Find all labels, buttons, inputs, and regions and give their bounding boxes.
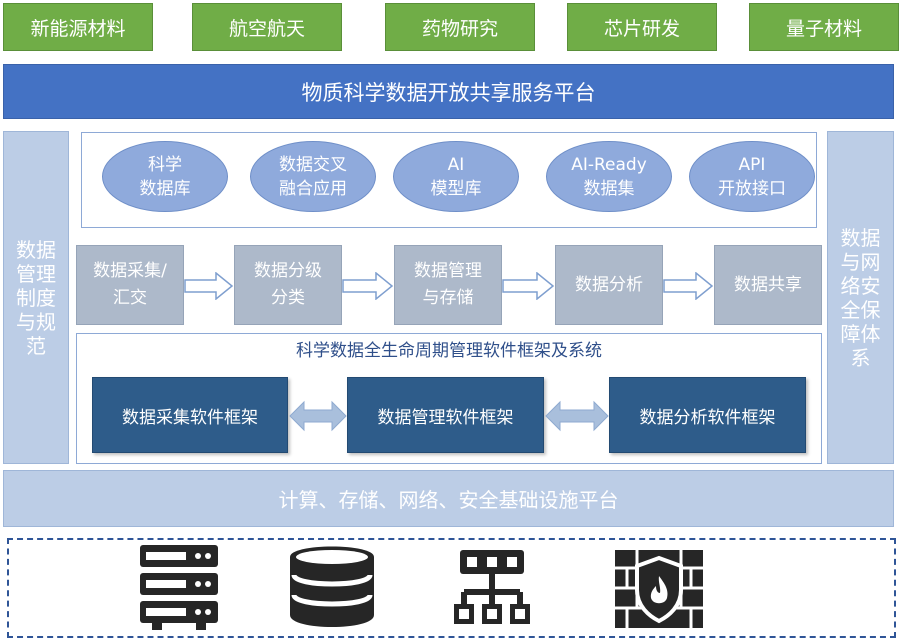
pillar-text: 数据 (840, 225, 881, 250)
step-data-classification: 数据分级 分类 (234, 245, 342, 325)
pillar-text: 与网 (840, 249, 881, 274)
resource-scientific-database: 科学 数据库 (102, 141, 228, 212)
resource-label: AI (447, 154, 465, 175)
domain-label: 药物研究 (421, 17, 498, 40)
flow-arrow-icon (184, 272, 234, 300)
domain-label: 芯片研发 (603, 17, 680, 40)
domain-box-chip-rd: 芯片研发 (567, 3, 717, 51)
resource-label: 科学 (148, 154, 182, 175)
resource-label: API (738, 154, 766, 175)
double-arrow-icon (545, 400, 609, 432)
domain-box-drug-research: 药物研究 (385, 3, 535, 51)
right-pillar-security: 数据 与网 络安 全保 障体 系 (827, 131, 894, 464)
resource-ai-model-library: AI 模型库 (393, 141, 519, 212)
framework-label: 数据管理软件框架 (377, 407, 514, 428)
infrastructure-bar: 计算、存储、网络、安全基础设施平台 (3, 470, 894, 527)
left-pillar-management-norms: 数据 管理 制度 与规 范 (3, 131, 69, 464)
double-arrow-icon (289, 400, 347, 432)
resource-data-fusion: 数据交叉 融合应用 (250, 141, 376, 212)
pillar-text: 系 (850, 345, 871, 370)
step-label: 数据分析 (575, 274, 643, 295)
step-label: 分类 (271, 288, 305, 308)
pillar-text: 障体 (840, 321, 881, 346)
framework-title: 科学数据全生命周期管理软件框架及系统 (296, 341, 602, 361)
resource-label: 数据交叉 (279, 154, 347, 175)
step-label: 数据分级 (254, 261, 322, 281)
step-data-sharing: 数据共享 (714, 245, 822, 325)
step-data-collection: 数据采集/ 汇交 (76, 245, 184, 325)
framework-collection: 数据采集软件框架 (92, 377, 288, 453)
infrastructure-label: 计算、存储、网络、安全基础设施平台 (278, 488, 619, 512)
step-data-analysis: 数据分析 (555, 245, 663, 325)
resource-label: AI-Ready (571, 154, 647, 175)
framework-label: 数据采集软件框架 (122, 407, 258, 428)
step-label: 数据共享 (734, 274, 802, 295)
step-label: 汇交 (113, 288, 147, 308)
pillar-text: 与规 (16, 309, 56, 334)
hardware-area (7, 538, 896, 638)
flow-arrow-icon (663, 272, 714, 300)
domain-box-aerospace: 航空航天 (192, 3, 342, 51)
domain-box-new-energy: 新能源材料 (3, 3, 153, 51)
step-label: 数据管理 (414, 261, 482, 281)
resource-label: 模型库 (430, 178, 482, 199)
framework-label: 数据分析软件框架 (639, 407, 776, 428)
database-icon (290, 546, 374, 627)
domain-label: 新能源材料 (30, 17, 126, 40)
resource-ai-ready-dataset: AI-Ready 数据集 (546, 141, 672, 212)
domain-label: 航空航天 (228, 17, 305, 40)
pillar-text: 管理 (16, 261, 56, 286)
resource-label: 数据库 (139, 178, 191, 199)
resource-label: 融合应用 (279, 178, 347, 199)
pillar-text: 制度 (16, 285, 56, 310)
flow-arrow-icon (502, 272, 555, 300)
step-data-storage: 数据管理 与存储 (394, 245, 502, 325)
step-label: 数据采集/ (93, 261, 167, 281)
flow-arrow-icon (342, 272, 394, 300)
platform-title: 物质科学数据开放共享服务平台 (301, 80, 596, 105)
pillar-text: 数据 (16, 237, 56, 262)
firewall-icon (615, 550, 703, 628)
pillar-text: 络安 (840, 273, 881, 298)
pillar-text: 范 (26, 333, 46, 358)
resource-label: 开放接口 (718, 178, 786, 199)
framework-management: 数据管理软件框架 (347, 377, 544, 453)
domain-label: 量子材料 (785, 17, 862, 40)
server-rack-icon (140, 545, 218, 630)
network-switch-icon (454, 550, 530, 624)
resource-api: API 开放接口 (689, 141, 815, 212)
step-label: 与存储 (422, 288, 474, 308)
platform-title-banner: 物质科学数据开放共享服务平台 (3, 64, 894, 119)
framework-analysis: 数据分析软件框架 (609, 377, 806, 453)
domain-box-quantum: 量子材料 (749, 3, 899, 51)
resource-label: 数据集 (583, 178, 635, 199)
pillar-text: 全保 (840, 297, 881, 322)
